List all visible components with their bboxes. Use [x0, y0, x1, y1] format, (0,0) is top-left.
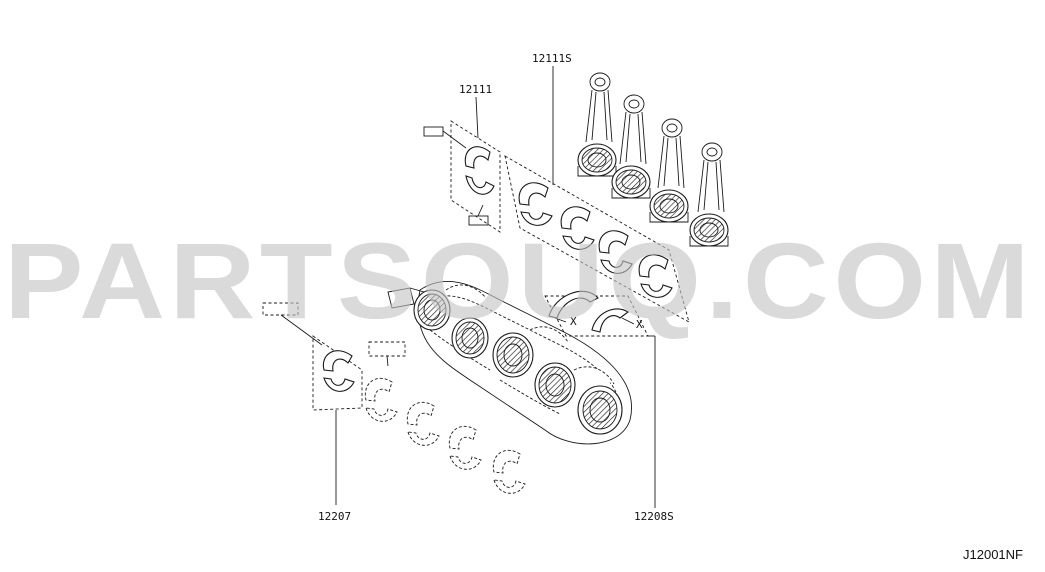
- thrust-marker-upper: X: [570, 315, 577, 328]
- rod-bearing-shell[interactable]: [464, 146, 495, 195]
- figure-code: J12001NF: [963, 547, 1023, 562]
- label-12111S: 12111S: [532, 52, 572, 65]
- thrust-washer-group: X X: [544, 290, 656, 508]
- rod-bearing-kit[interactable]: [518, 182, 673, 298]
- connecting-rods[interactable]: [577, 72, 729, 247]
- watermark: PARTSOUQ.COM: [4, 220, 1034, 341]
- label-12208S: 12208S: [634, 510, 674, 523]
- label-12111: 12111: [459, 83, 492, 96]
- main-bearing-lower-set[interactable]: [364, 377, 526, 494]
- thrust-washer-upper[interactable]: X: [548, 290, 599, 328]
- thrust-washer-lower[interactable]: X: [591, 308, 643, 333]
- connecting-rod: [577, 72, 617, 177]
- main-bearing-shell[interactable]: [322, 350, 355, 392]
- crankshaft[interactable]: [387, 281, 632, 445]
- thrust-marker-lower: X: [636, 318, 643, 331]
- label-12207: 12207: [318, 510, 351, 523]
- rod-bearing-group: [423, 66, 690, 323]
- main-bearing-group: [262, 302, 526, 505]
